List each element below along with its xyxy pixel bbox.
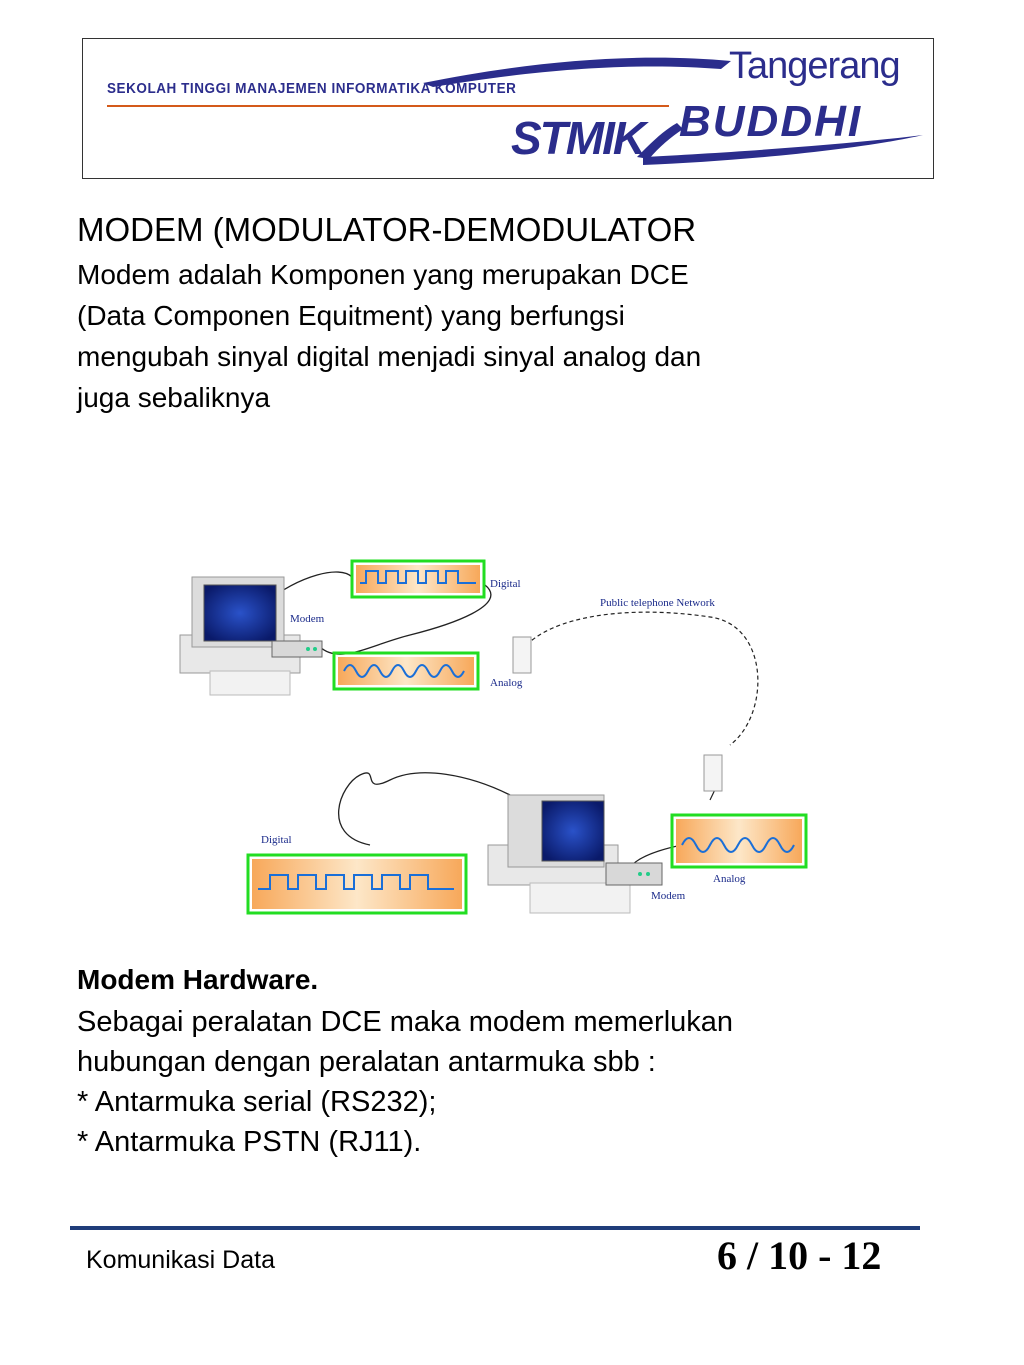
computer-icon <box>179 576 301 696</box>
label-modem-top: Modem <box>290 613 325 625</box>
wall-jack-icon <box>512 636 532 674</box>
institution-underline <box>107 105 669 107</box>
modem-device-icon <box>271 640 323 658</box>
hardware-text: Sebagai peralatan DCE maka modem memerlu… <box>77 1002 733 1162</box>
header-banner: SEKOLAH TINGGI MANAJEMEN INFORMATIKA KOM… <box>82 38 934 179</box>
digital-signal-box-top <box>350 559 486 599</box>
hardware-line: * Antarmuka serial (RS232); <box>77 1086 437 1118</box>
label-modem-bottom: Modem <box>651 890 686 902</box>
analog-signal-box-top <box>332 651 480 691</box>
footer-subject: Komunikasi Data <box>86 1246 275 1274</box>
footer-divider <box>70 1226 920 1230</box>
logo-stmik-text: STMIK <box>511 112 646 164</box>
digital-signal-box-bottom <box>246 853 468 915</box>
section-title: MODEM (MODULATOR-DEMODULATOR <box>77 211 697 248</box>
logo-city-text: Tangerang <box>729 45 901 87</box>
analog-signal-box-bottom <box>670 813 808 869</box>
hardware-line: hubungan dengan peralatan antarmuka sbb … <box>77 1046 656 1078</box>
logo-swoosh-graphic <box>423 57 923 165</box>
institution-name: SEKOLAH TINGGI MANAJEMEN INFORMATIKA KOM… <box>107 81 517 97</box>
computer-icon <box>487 794 631 914</box>
hardware-line: Sebagai peralatan DCE maka modem memerlu… <box>77 1006 734 1038</box>
page-number: 6 / 10 - 12 <box>717 1233 882 1278</box>
modem-network-diagram: Modem Digital Analog Public telephone Ne… <box>179 559 808 915</box>
label-analog-bottom: Analog <box>713 873 746 885</box>
paragraph-line: mengubah sinyal digital menjadi sinyal a… <box>77 341 702 372</box>
modem-device-icon <box>605 862 663 886</box>
wall-jack-icon <box>703 754 723 792</box>
label-digital-bottom: Digital <box>261 834 292 846</box>
paragraph-line: Modem adalah Komponen yang merupakan DCE <box>77 259 689 290</box>
label-network: Public telephone Network <box>600 597 715 609</box>
definition-paragraph: Modem adalah Komponen yang merupakan DCE… <box>77 254 897 418</box>
label-analog-top: Analog <box>490 677 523 689</box>
paragraph-line: (Data Componen Equitment) yang berfungsi <box>77 300 625 331</box>
logo-buddhi-text: BUDDHI <box>679 97 863 146</box>
label-digital-top: Digital <box>490 578 521 590</box>
hardware-line: * Antarmuka PSTN (RJ11). <box>77 1126 422 1158</box>
paragraph-line: juga sebaliknya <box>77 382 271 413</box>
hardware-title: Modem Hardware. <box>77 964 319 995</box>
